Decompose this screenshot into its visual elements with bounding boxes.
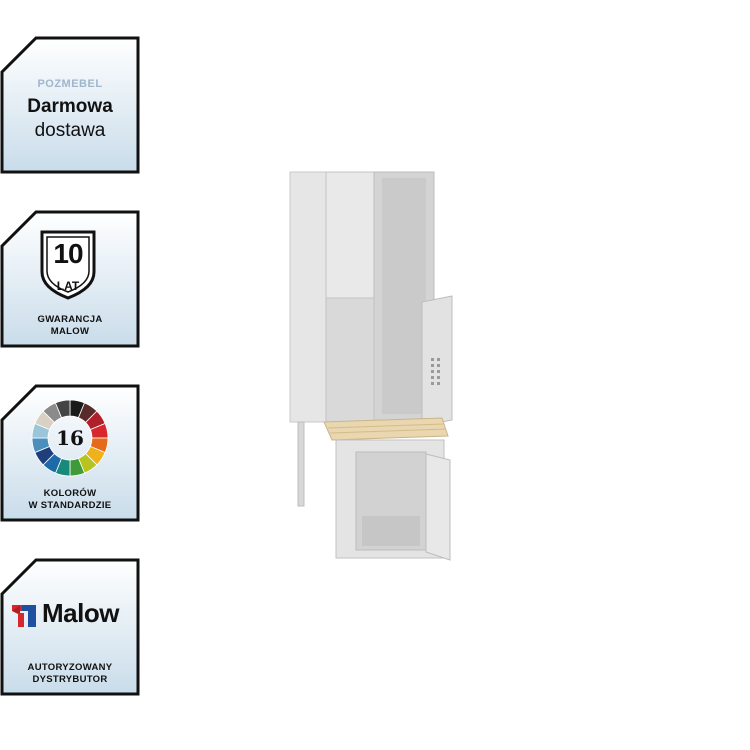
warranty-badge: 10 LAT GWARANCJA MALOW [0, 210, 140, 348]
colors-line1: KOLORÓW [43, 488, 97, 499]
distributor-line2: DYSTRYBUTOR [32, 674, 108, 685]
badge-frame [0, 36, 140, 174]
malow-logo-icon [12, 605, 36, 627]
colors-badge: 16 KOLORÓW W STANDARDZIE [0, 384, 140, 522]
free-delivery-badge: POZMEBEL Darmowa dostawa [0, 36, 140, 174]
distributor-line1: AUTORYZOWANY [27, 662, 113, 673]
pozmebel-logo: POZMEBEL [37, 78, 103, 90]
warranty-line1: GWARANCJA [37, 314, 103, 325]
malow-brand-name: Malow [42, 598, 119, 628]
warranty-unit: LAT [56, 279, 80, 293]
warranty-line2: MALOW [50, 326, 90, 337]
badge-frame [0, 384, 140, 522]
warranty-years: 10 [53, 238, 83, 269]
colors-count: 16 [56, 426, 84, 450]
shield-icon [40, 230, 96, 300]
authorized-distributor-badge: Malow AUTORYZOWANY DYSTRYBUTOR [0, 558, 140, 696]
color-wheel-icon [31, 399, 109, 477]
locker-product-image [289, 171, 453, 561]
color-wheel-segment [54, 399, 71, 419]
badge-frame [0, 558, 140, 696]
delivery-line2: dostawa [34, 120, 106, 141]
colors-line2: W STANDARDZIE [28, 500, 112, 511]
delivery-line1: Darmowa [27, 96, 113, 117]
